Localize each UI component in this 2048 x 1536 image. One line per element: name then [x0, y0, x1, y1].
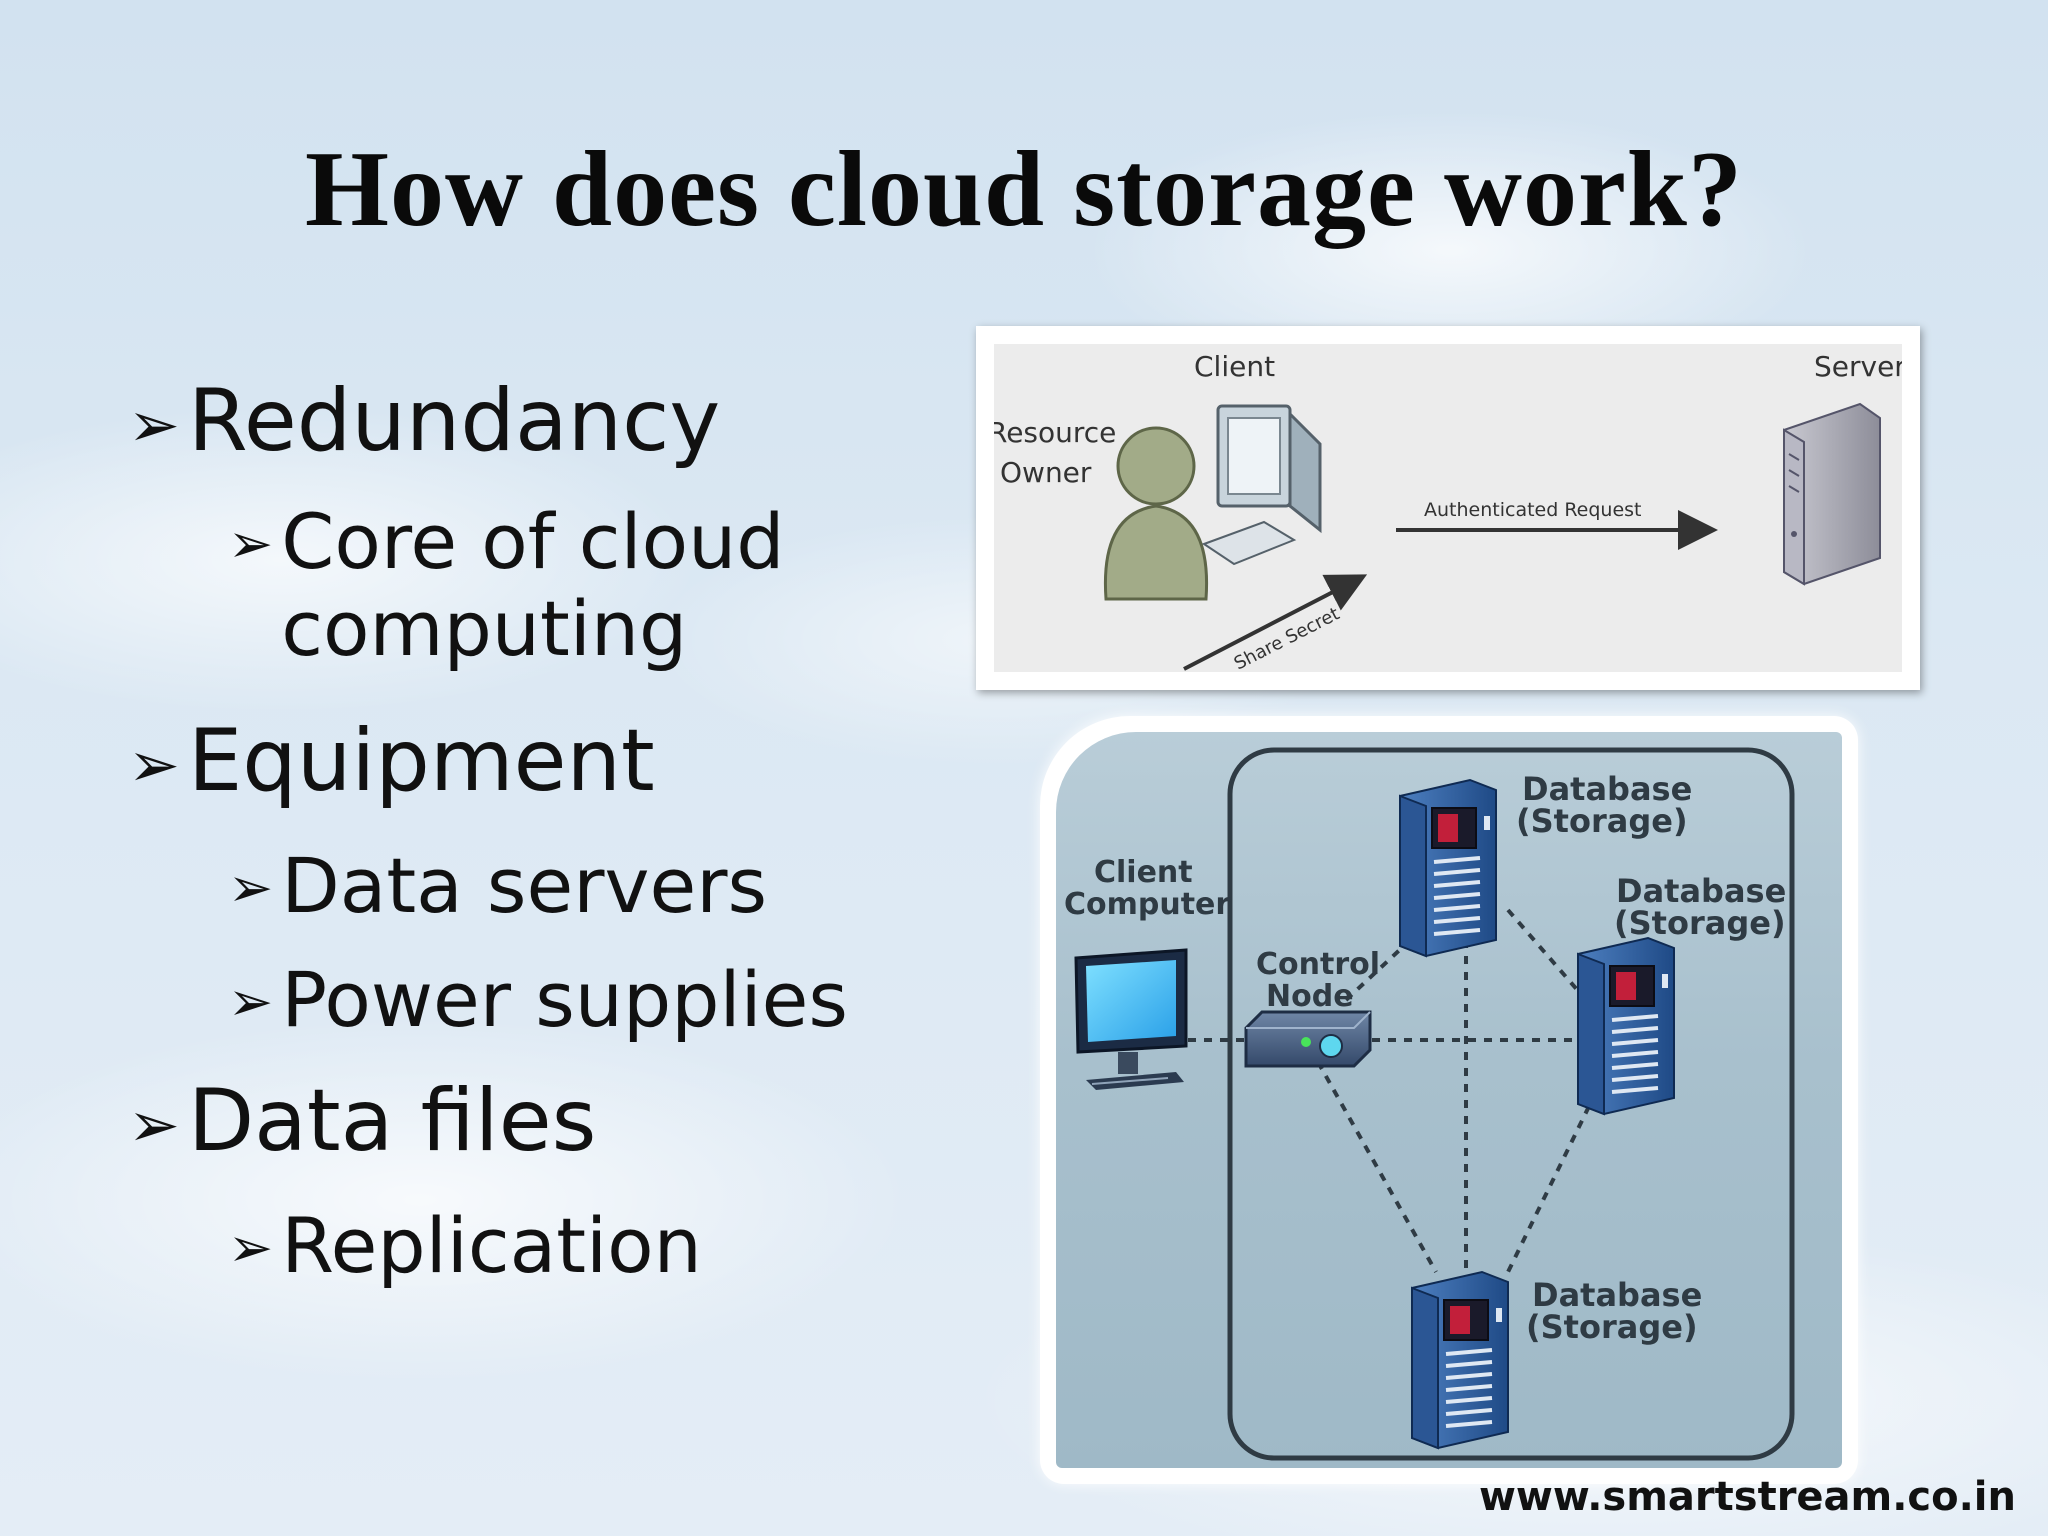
database-label-3: Database	[1532, 1276, 1702, 1314]
auth-diagram-panel: Client Server Resource Owner Share Secre…	[976, 326, 1920, 690]
client-label: Client	[1194, 350, 1275, 383]
client-computer-label-2: Computer	[1064, 887, 1230, 922]
client-computer-icon	[1074, 948, 1188, 1090]
bullet-text-cont: computing	[281, 584, 688, 674]
cluster-boundary	[1227, 747, 1795, 1461]
bullet-text: Replication	[281, 1201, 702, 1290]
database-label-2: Database	[1616, 872, 1786, 910]
database-tower-icon	[1410, 1270, 1510, 1450]
database-label-2b: (Storage)	[1614, 904, 1786, 942]
auth-diagram: Client Server Resource Owner Share Secre…	[994, 350, 1902, 672]
bullet-data-files: ➢ Data files	[128, 1070, 596, 1173]
server-icon	[1783, 402, 1881, 586]
bullet-data-servers: ➢ Data servers	[228, 840, 767, 931]
client-computer-label-1: Client	[1094, 855, 1193, 890]
bullet-text: Core of cloud	[281, 497, 785, 586]
slide-title: How does cloud storage work?	[305, 130, 1743, 249]
storage-diagram: Client Computer Control Node Database (S…	[1064, 747, 1795, 1461]
storage-diagram-panel: Client Computer Control Node Database (S…	[1040, 716, 1858, 1484]
control-node-icon	[1244, 1010, 1372, 1068]
database-label-3b: (Storage)	[1526, 1308, 1698, 1346]
arrow-bullet-icon: ➢	[228, 856, 274, 919]
arrow-bullet-icon: ➢	[228, 512, 274, 575]
network-links	[1188, 908, 1598, 1292]
arrow-bullet-icon: ➢	[128, 728, 180, 801]
authenticated-request-label: Authenticated Request	[1424, 499, 1642, 521]
database-label-1: Database	[1522, 770, 1692, 808]
client-computer-icon	[1201, 404, 1322, 566]
arrow-bullet-icon: ➢	[228, 1216, 274, 1279]
arrow-bullet-icon: ➢	[228, 970, 274, 1033]
bullet-redundancy: ➢ Redundancy	[128, 370, 720, 473]
arrow-bullet-icon: ➢	[128, 388, 180, 461]
bullet-text: Data servers	[281, 841, 768, 930]
bullet-text: Power supplies	[281, 955, 849, 1044]
person-icon	[1103, 426, 1209, 601]
resource-owner-label-1: Resource	[994, 416, 1116, 449]
database-tower-icon	[1576, 936, 1676, 1116]
bullet-equipment: ➢ Equipment	[128, 710, 655, 813]
footer-url: www.smartstream.co.in	[1478, 1474, 2016, 1520]
bullet-core-of-cloud: ➢ Core of cloud computing	[228, 496, 785, 674]
server-label: Server	[1814, 350, 1902, 383]
bullet-replication: ➢ Replication	[228, 1200, 702, 1291]
database-tower-icon	[1398, 778, 1498, 958]
control-node-label-2: Node	[1266, 979, 1354, 1014]
share-secret-arrow	[1183, 574, 1368, 671]
control-node-label-1: Control	[1256, 947, 1380, 982]
resource-owner-label-2: Owner	[1000, 456, 1092, 489]
bullet-text: Equipment	[187, 711, 655, 811]
bullet-text: Data files	[187, 1071, 597, 1171]
bullet-power-supplies: ➢ Power supplies	[228, 954, 848, 1045]
arrow-bullet-icon: ➢	[128, 1088, 180, 1161]
database-label-1b: (Storage)	[1516, 802, 1688, 840]
bullet-text: Redundancy	[187, 371, 721, 471]
